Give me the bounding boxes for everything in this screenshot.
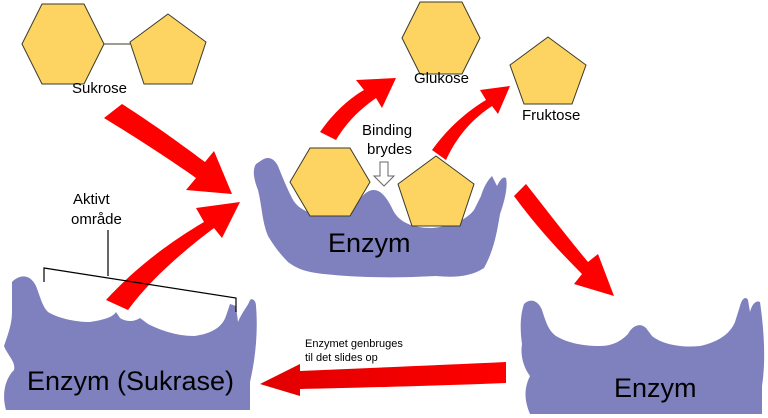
sucrose-fructose-pentagon: [129, 13, 207, 85]
bond-breaks-arrow-icon: [372, 161, 396, 187]
sucrose-glucose-hexagon: [21, 3, 105, 85]
active-site-label-line1: Aktivt: [73, 191, 110, 208]
bond-breaks-label-line1: Binding: [362, 122, 413, 139]
fructose-pentagon: [509, 36, 587, 105]
arrow-to-fructose: [432, 86, 510, 160]
enzyme-right-shape: [520, 298, 765, 414]
bound-glucose-hexagon: [289, 147, 371, 217]
bound-fructose-pentagon: [397, 155, 475, 227]
glucose-hexagon: [401, 1, 481, 75]
arrow-complex-to-free-enzyme: [514, 184, 614, 296]
arrow-sucrose-to-enzyme: [104, 104, 232, 194]
enzyme-right-label: Enzym: [614, 373, 697, 403]
recycle-label-line1: Enzymet genbruges: [305, 338, 403, 350]
enzyme-sucrase-label: Enzym (Sukrase): [27, 366, 235, 396]
active-site-bracket: [43, 230, 237, 312]
bond-breaks-label-line2: brydes: [367, 141, 413, 158]
enzyme-center-shape: [253, 158, 507, 278]
sucrose-molecule: [21, 3, 207, 85]
glucose-label: Glukose: [414, 70, 470, 87]
arrow-recycle-enzyme: [260, 362, 506, 396]
recycle-label-line2: til det slides op: [305, 352, 378, 364]
sucrose-label: Sukrose: [72, 80, 128, 97]
active-site-label-line2: område: [71, 211, 122, 228]
arrow-free-enzyme-to-complex: [106, 202, 240, 310]
arrow-to-glucose: [320, 78, 396, 140]
enzyme-sucrase-shape: [4, 276, 257, 410]
fructose-label: Fruktose: [522, 107, 581, 124]
enzyme-center-label: Enzym: [328, 228, 411, 258]
